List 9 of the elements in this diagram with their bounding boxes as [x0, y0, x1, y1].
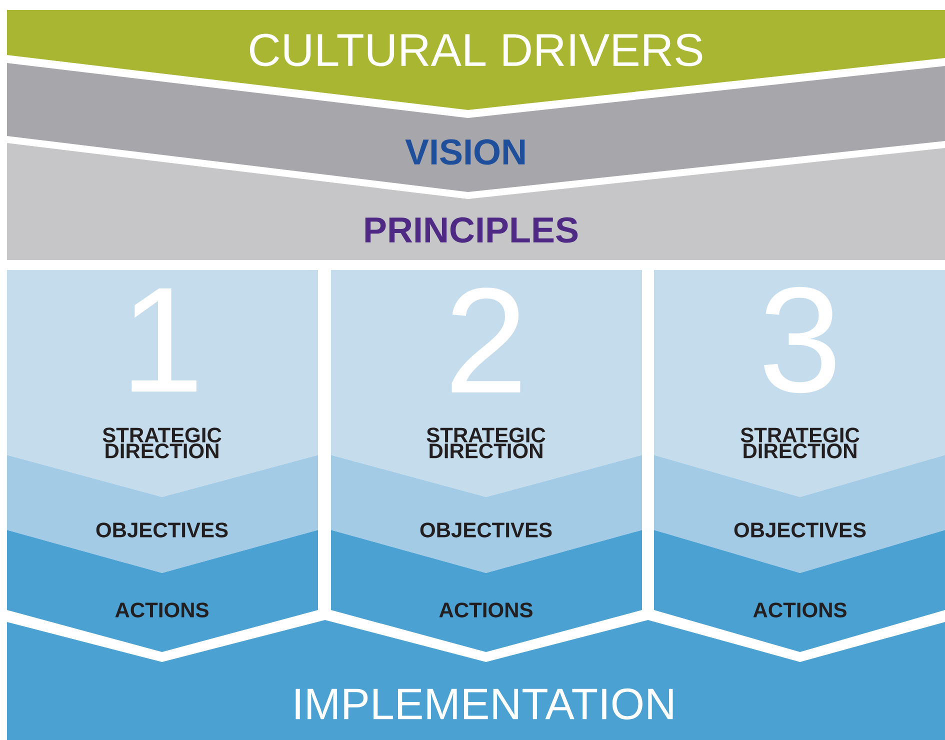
- chevron-panel: 1 STRATEGIC DIRECTION: [7, 270, 318, 497]
- node-label: IMPLEMENTATION: [296, 688, 673, 720]
- node-label: ACTIONS: [439, 602, 532, 618]
- band: CULTURAL DRIVERS: [7, 10, 945, 110]
- node-label: ACTIONS: [115, 602, 208, 618]
- chevron-panel: 3 STRATEGIC DIRECTION: [654, 270, 945, 497]
- band: IMPLEMENTATION: [7, 620, 945, 740]
- chevron-panel: 2 STRATEGIC DIRECTION: [331, 270, 642, 497]
- node-label: ACTIONS: [753, 602, 846, 618]
